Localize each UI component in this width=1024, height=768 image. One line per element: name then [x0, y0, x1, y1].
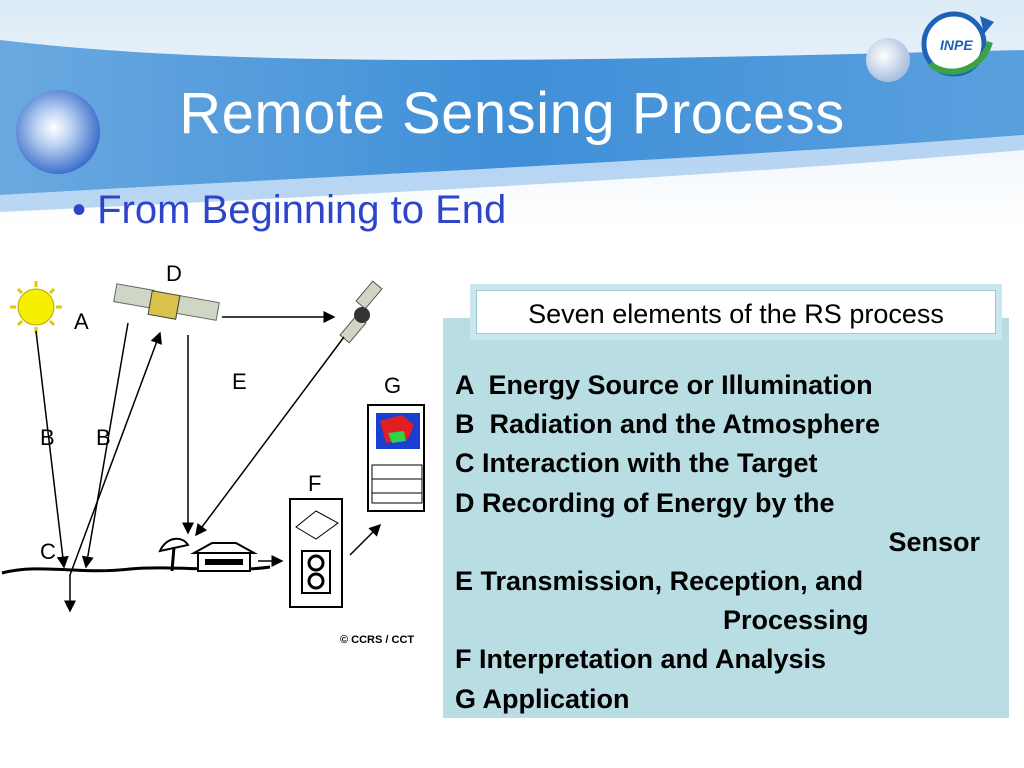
image-credit: © CCRS / CCT [340, 634, 414, 646]
element-b: B Radiation and the Atmosphere [455, 409, 881, 440]
sun-icon [10, 281, 62, 333]
rs-process-diagram: A B B C D E F G © CCRS / CCT [1, 261, 425, 646]
panel-heading-box: Seven elements of the RS process [476, 290, 996, 334]
label-b1: B [40, 425, 55, 450]
elements-panel [443, 318, 1009, 718]
label-a: A [74, 309, 89, 334]
process-arrows [35, 311, 382, 613]
slide-title: Remote Sensing Process [179, 81, 845, 146]
processing-building-icon [190, 542, 258, 572]
label-g: G [384, 373, 401, 398]
label-f: F [308, 471, 321, 496]
relay-satellite-icon [339, 280, 383, 344]
element-f: F Interpretation and Analysis [455, 644, 827, 675]
application-panel [367, 404, 425, 512]
element-e-continued: Processing [723, 605, 869, 636]
panel-heading: Seven elements of the RS process [528, 299, 944, 329]
ground-station-dish-icon [158, 537, 190, 572]
label-c: C [40, 539, 56, 564]
inpe-logo: INPE [921, 11, 994, 77]
elements-list: A Energy Source or Illumination B Radiat… [455, 366, 980, 719]
label-e: E [232, 369, 247, 394]
interpretation-panel [289, 498, 343, 608]
element-d: D Recording of Energy by the [455, 487, 835, 518]
element-c: C Interaction with the Target [455, 448, 818, 479]
logo-text: INPE [940, 37, 973, 53]
slide-bullet: • From Beginning to End [72, 188, 507, 232]
element-e: E Transmission, Reception, and [455, 566, 864, 597]
element-d-continued: Sensor [888, 526, 980, 557]
element-g: G Application [455, 683, 630, 714]
label-d: D [166, 261, 182, 286]
satellite-icon [113, 283, 220, 321]
label-b2: B [96, 425, 111, 450]
element-a: A Energy Source or Illumination [455, 370, 873, 400]
header-banner [0, 0, 1024, 230]
